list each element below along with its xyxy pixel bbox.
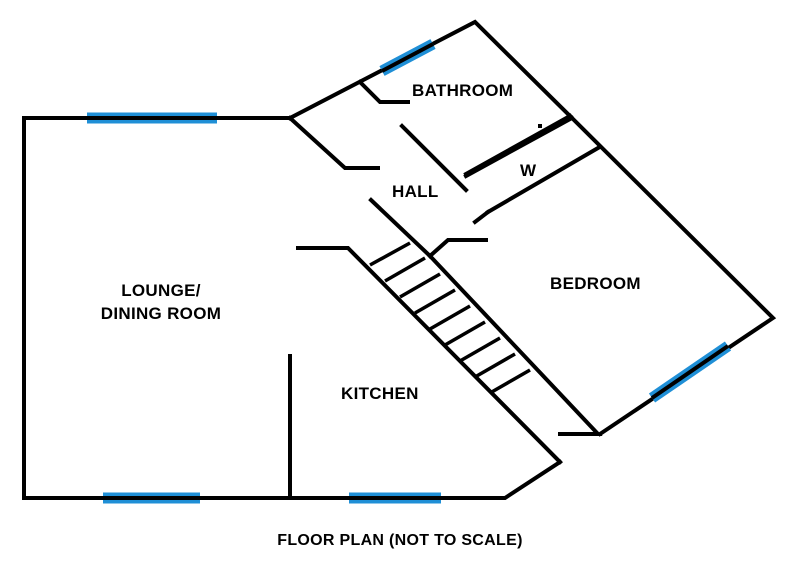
interior-walls xyxy=(287,79,603,500)
bathroom-outer-wall xyxy=(287,19,573,121)
stair-tread xyxy=(399,272,441,299)
stair-tread xyxy=(444,320,486,347)
floor-plan-caption: FLOOR PLAN (NOT TO SCALE) xyxy=(277,532,522,549)
bedroom-label: BEDROOM xyxy=(550,274,641,293)
stair-left-rail-wall xyxy=(296,246,563,465)
hall-wall xyxy=(287,115,380,170)
stair-tread xyxy=(369,241,411,267)
lounge-label-line1: LOUNGE/ xyxy=(121,281,201,300)
stair-tread xyxy=(384,256,426,283)
staircase xyxy=(369,241,531,395)
w-room-bottom-wall xyxy=(485,145,601,215)
stair-right-rail-wall xyxy=(427,253,603,436)
bathroom-partition-wall xyxy=(399,123,469,193)
windows xyxy=(87,39,732,504)
w-label: W xyxy=(520,161,537,180)
lounge-label-line2: DINING ROOM xyxy=(101,304,221,323)
hall-lower-wall xyxy=(368,197,433,259)
w-room-door-stub xyxy=(472,209,491,225)
bathroom-label: BATHROOM xyxy=(412,81,513,100)
bedroom-door-wall xyxy=(427,238,488,259)
stair-tread xyxy=(489,368,531,395)
bathroom-door-wall xyxy=(357,79,410,104)
outer-walls xyxy=(22,19,777,500)
hall-label: HALL xyxy=(392,182,439,201)
window xyxy=(379,39,436,76)
w-room-wall-a xyxy=(463,115,575,179)
kitchen-label: KITCHEN xyxy=(341,384,419,403)
room-labels: BATHROOM W HALL LOUNGE/ DINING ROOM BEDR… xyxy=(101,81,641,403)
stair-tread xyxy=(459,336,501,363)
stair-tread xyxy=(474,352,516,379)
window xyxy=(648,341,732,403)
stair-tread xyxy=(429,304,471,331)
stair-tread xyxy=(414,288,456,315)
